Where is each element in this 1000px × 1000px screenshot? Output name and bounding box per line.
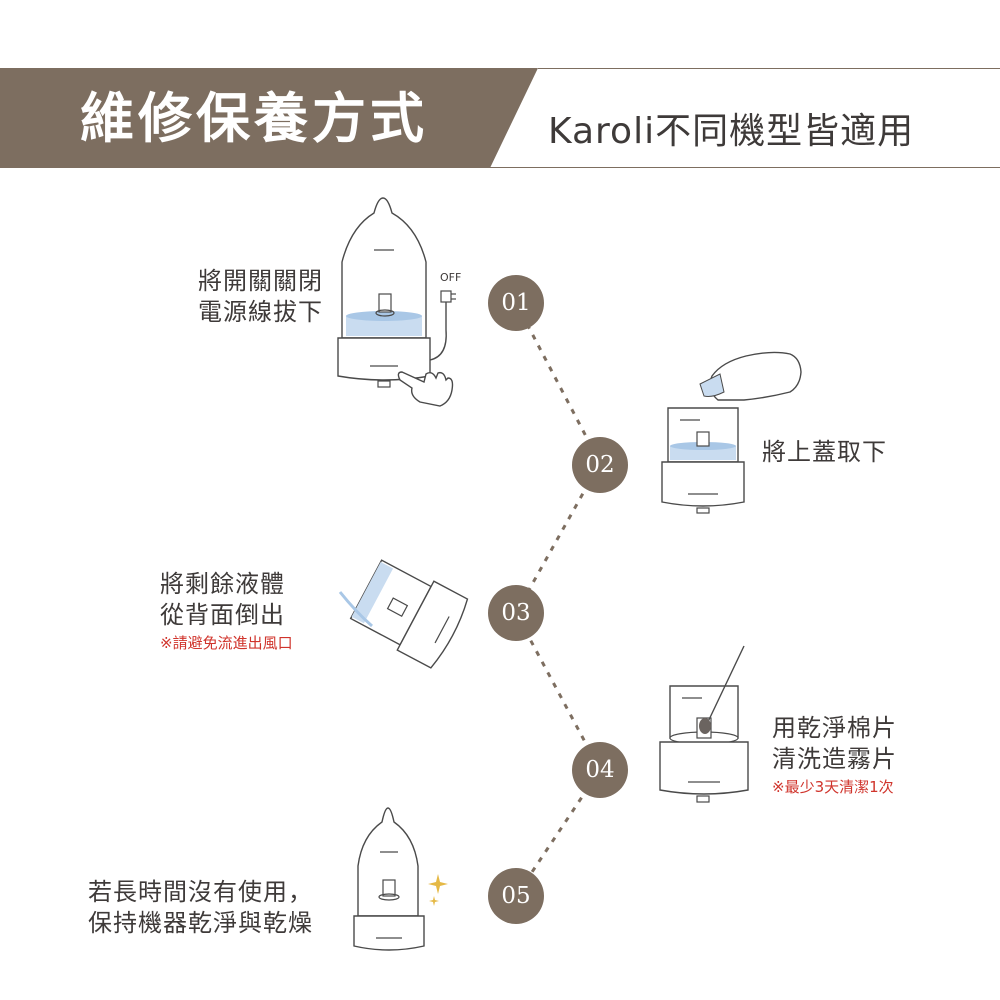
step-01-line-1: 將開關關閉 [198, 267, 323, 295]
step-05-illustration [353, 807, 448, 951]
step-05-badge: 05 [488, 868, 544, 924]
step-01-badge: 01 [488, 275, 544, 331]
off-tag: OFF [440, 271, 462, 284]
step-01-illustration [337, 197, 456, 407]
step-02-illustration [661, 351, 802, 514]
step-02-badge: 02 [572, 437, 628, 493]
step-04-badge: 04 [572, 742, 628, 798]
step-04-line-2: 清洗造霧片 [772, 745, 897, 773]
step-05-line-1: 若長時間沒有使用， [88, 878, 313, 906]
step-04-line-1: 用乾淨棉片 [772, 714, 897, 742]
header-banner [0, 68, 1000, 168]
step-03-line-1: 將剩餘液體 [160, 570, 285, 598]
step-03-badge: 03 [488, 585, 544, 641]
step-03-note: ※請避免流進出風口 [160, 634, 293, 652]
sparkle-icon [428, 874, 448, 906]
step-02-line-1: 將上蓋取下 [762, 438, 887, 466]
step-04-illustration [659, 645, 749, 803]
page-subtitle: Karoli不同機型皆適用 [548, 111, 915, 152]
page-title: 維修保養方式 [80, 86, 428, 150]
cotton-swab-icon [699, 645, 745, 734]
step-04-note: ※最少3天清潔1次 [772, 778, 894, 796]
step-03-illustration [338, 559, 469, 669]
step-05-line-2: 保持機器乾淨與乾燥 [88, 909, 313, 937]
hand-pointer-icon [397, 371, 454, 407]
plug-icon [440, 290, 456, 303]
step-03-line-2: 從背面倒出 [160, 601, 285, 629]
step-01-line-2: 電源線拔下 [198, 298, 323, 326]
